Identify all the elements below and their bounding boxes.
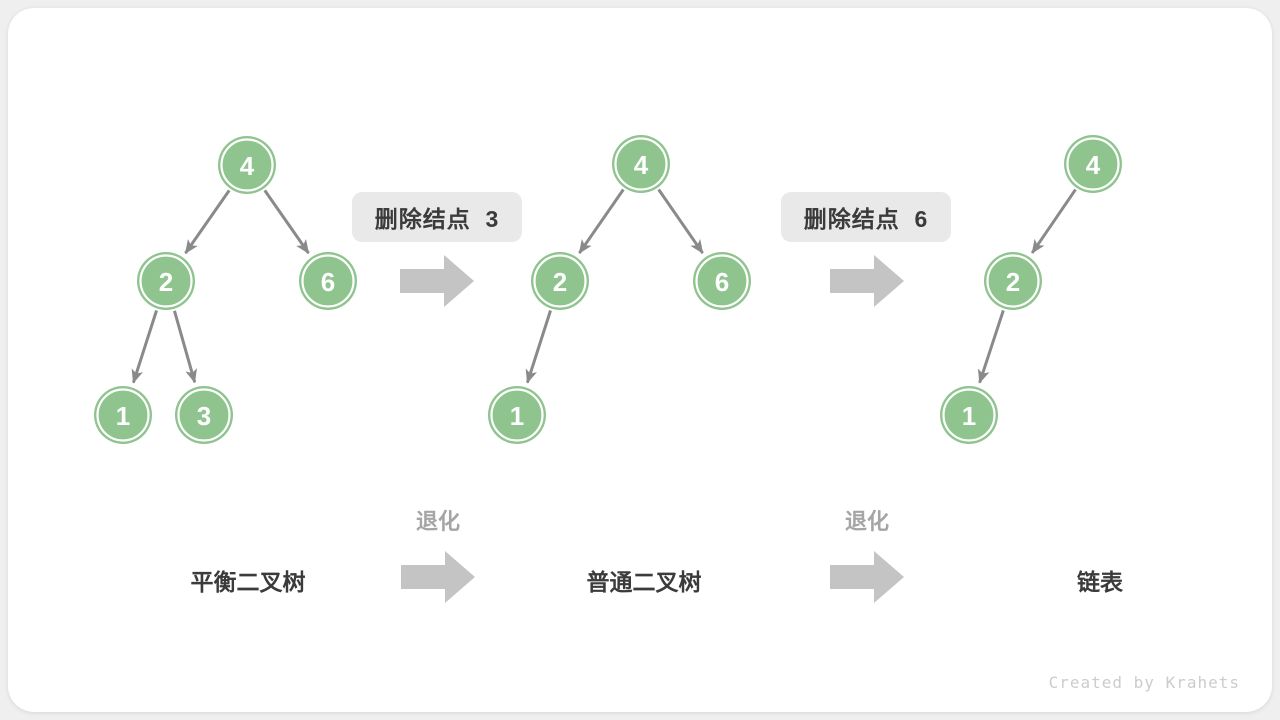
tree-ordinary-binary-tree: 4 2 6 1 — [488, 135, 751, 444]
tree-node-value: 6 — [321, 267, 335, 297]
block-arrow — [830, 255, 904, 307]
tree-edge — [525, 310, 552, 384]
caption-ordinary-binary-tree: 普通二叉树 — [586, 569, 702, 595]
tree-node-2: 2 — [137, 252, 195, 310]
block-arrow — [830, 551, 904, 603]
tree-edge — [173, 310, 197, 384]
tree-linked-list: 4 2 1 — [940, 135, 1122, 444]
tree-node-value: 4 — [1086, 150, 1101, 180]
tree-edge — [977, 309, 1005, 384]
tree-node-value: 6 — [715, 267, 729, 297]
tree-node-value: 2 — [1006, 267, 1020, 297]
caption-linked-list: 链表 — [1077, 569, 1123, 595]
tree-node-6: 6 — [299, 252, 357, 310]
tree-node-4: 4 — [218, 136, 276, 194]
credit-text: Created by Krahets — [1048, 673, 1240, 692]
tree-node-1: 1 — [488, 386, 546, 444]
tree-node-value: 4 — [240, 151, 255, 181]
tree-edge — [657, 188, 704, 254]
tree-edge — [263, 189, 310, 254]
tree-node-1: 1 — [94, 386, 152, 444]
tree-edge — [131, 310, 158, 384]
tree-node-value: 1 — [962, 401, 976, 431]
card-background — [8, 8, 1272, 712]
tree-node-value: 1 — [510, 401, 524, 431]
tree-node-2: 2 — [984, 252, 1042, 310]
degrade-label-1: 退化 — [415, 509, 461, 534]
tree-edge — [1030, 188, 1077, 254]
block-arrow — [401, 551, 475, 603]
step-label-delete-node-6: 删除结点 6 — [781, 192, 951, 242]
tree-node-4: 4 — [1064, 135, 1122, 193]
tree-node-value: 2 — [553, 267, 567, 297]
tree-edge — [578, 188, 625, 254]
tree-node-value: 4 — [634, 150, 649, 180]
tree-node-value: 3 — [197, 401, 211, 431]
tree-node-3: 3 — [175, 386, 233, 444]
tree-node-6: 6 — [693, 252, 751, 310]
tree-node-2: 2 — [531, 252, 589, 310]
degrade-label-2: 退化 — [844, 509, 890, 534]
block-arrow — [400, 255, 474, 307]
tree-balanced-binary-tree: 4 2 6 1 3 — [94, 136, 357, 444]
tree-node-4: 4 — [612, 135, 670, 193]
tree-node-value: 2 — [159, 267, 173, 297]
step-label-delete-node-3: 删除结点 3 — [352, 192, 522, 242]
tree-edge — [184, 189, 231, 254]
tree-node-value: 1 — [116, 401, 130, 431]
caption-balanced-binary-tree: 平衡二叉树 — [190, 569, 306, 595]
tree-node-1: 1 — [940, 386, 998, 444]
